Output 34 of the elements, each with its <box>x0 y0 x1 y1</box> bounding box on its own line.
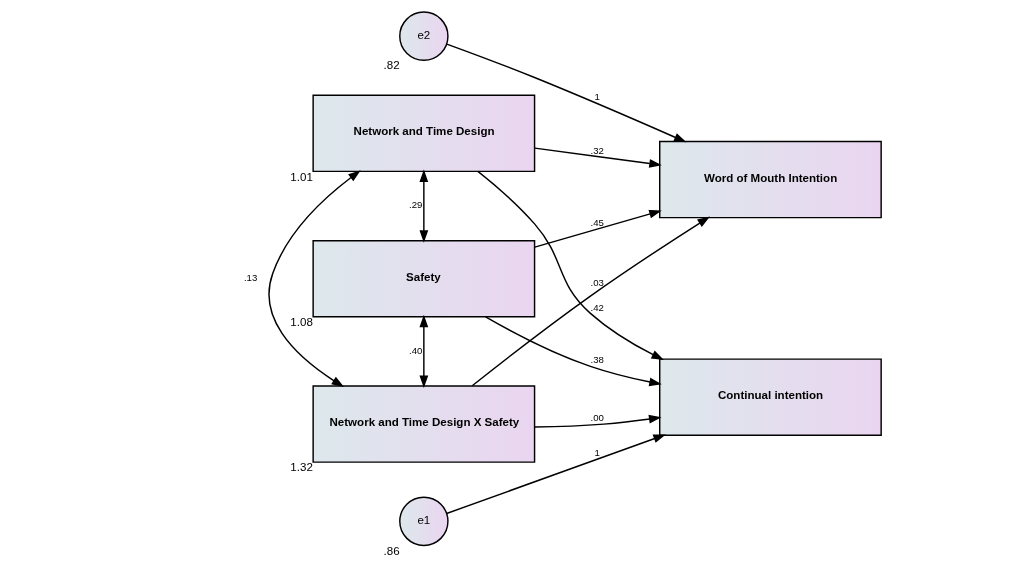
arrow <box>476 170 664 361</box>
node-box: Network and Time Design X Safety <box>311 385 535 463</box>
node-label: .82 <box>383 59 400 72</box>
edge-label: .03 <box>589 277 604 289</box>
edge-label: .38 <box>589 354 604 366</box>
arrow <box>533 414 661 428</box>
arrow <box>267 170 361 388</box>
node-box: Continual intention <box>658 358 882 436</box>
node-box: Safety <box>311 240 535 318</box>
arrow <box>533 209 662 248</box>
node-label: 1.32 <box>289 461 313 474</box>
edge-label: .00 <box>589 412 604 424</box>
arrow <box>533 147 662 168</box>
node-box: Network and Time Design <box>311 94 535 173</box>
node-circle: e2 <box>398 11 449 61</box>
node-label: .86 <box>383 544 400 557</box>
node-label: 1.08 <box>289 316 313 329</box>
node-circle: e1 <box>398 496 449 547</box>
edge-label: .40 <box>408 344 422 356</box>
node-box: Word of Mouth Intention <box>658 140 882 219</box>
edge-label: .13 <box>243 272 257 284</box>
arrow <box>445 434 666 515</box>
arrow <box>484 316 662 387</box>
edge-label: .45 <box>589 216 604 228</box>
node-label: 1.01 <box>289 170 313 183</box>
arrow <box>471 216 710 387</box>
edge-label: .29 <box>408 199 422 211</box>
edge-label: .42 <box>589 301 604 313</box>
edge-label: .32 <box>589 144 604 156</box>
edge-label: 1 <box>593 90 600 102</box>
edge-label: 1 <box>593 446 600 458</box>
arrow <box>418 169 428 243</box>
arrow <box>418 314 428 389</box>
arrow <box>445 43 687 143</box>
